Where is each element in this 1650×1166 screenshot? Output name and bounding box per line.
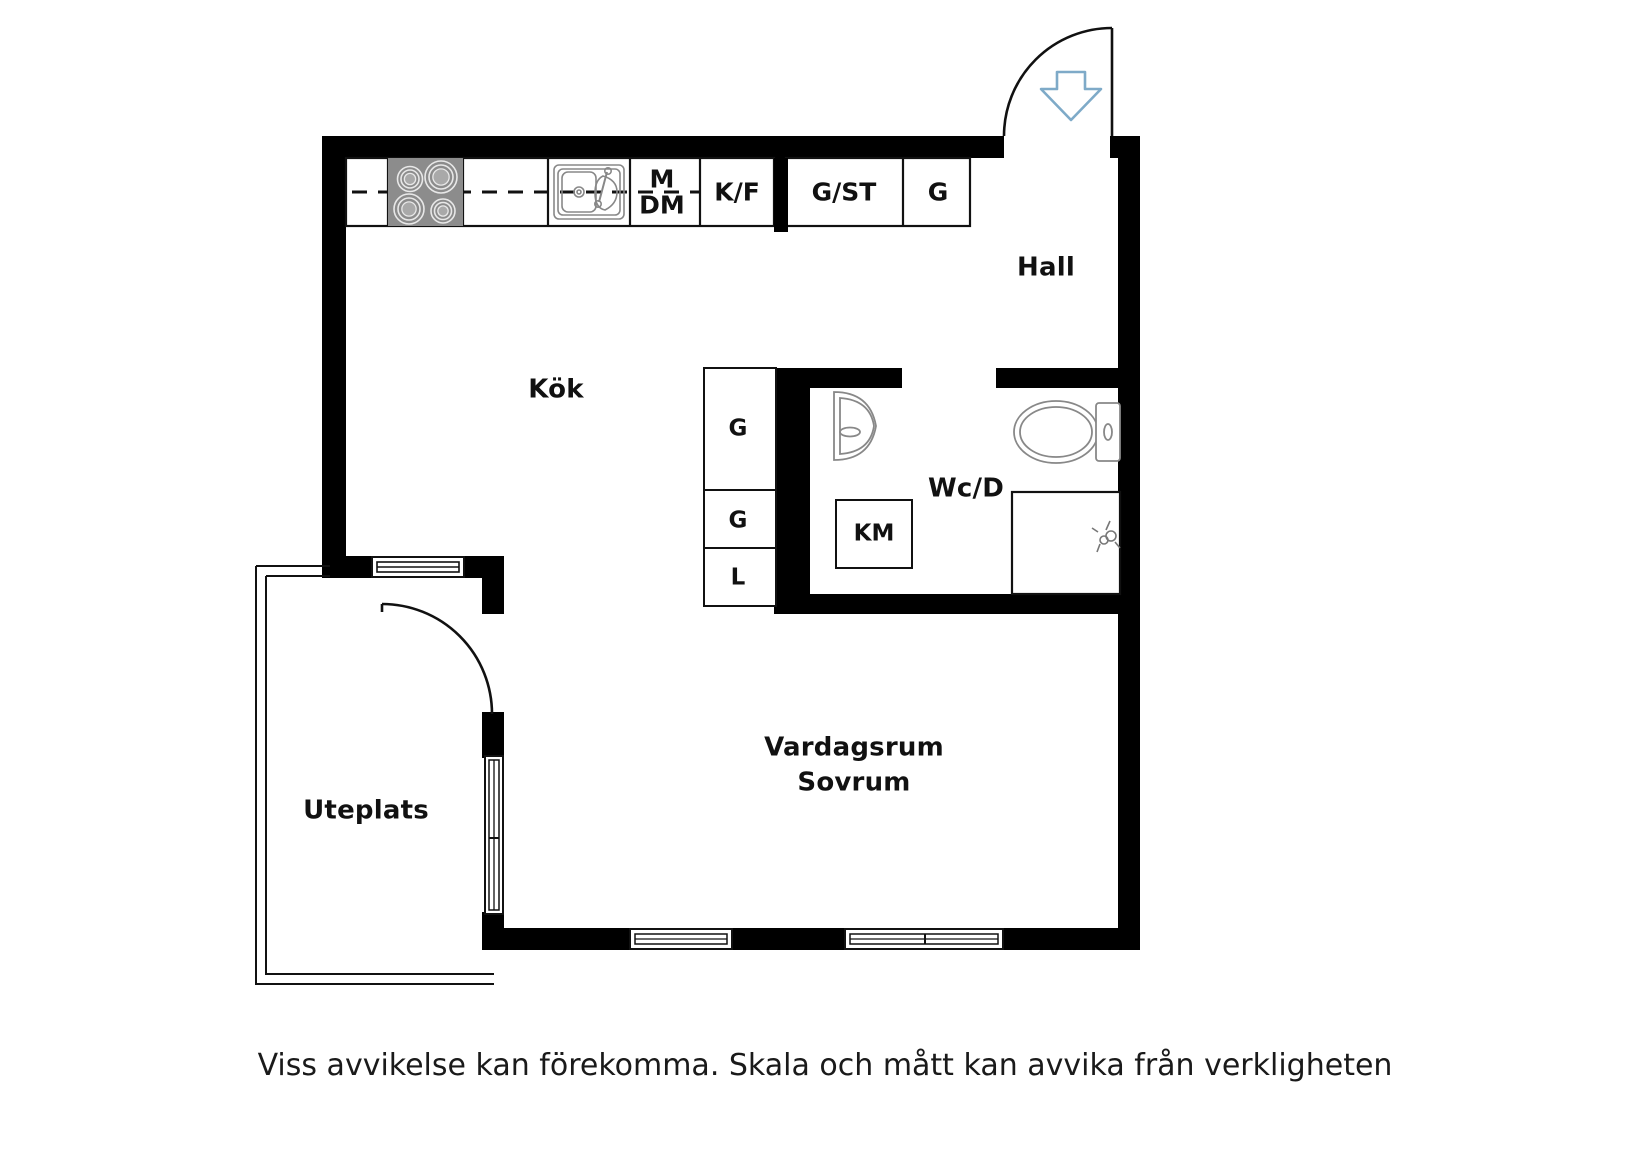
- walls: [322, 136, 1140, 950]
- entry-direction-arrow-icon: [1039, 70, 1103, 122]
- shower-area: [1010, 490, 1122, 596]
- patio-glass-door-east: [484, 755, 504, 915]
- washbasin-icon: [833, 391, 877, 461]
- storage-column: [703, 367, 777, 607]
- kitchen-sink-icon: [553, 164, 625, 220]
- km-unit: [835, 499, 913, 569]
- shower-mixer-icon: [1091, 520, 1121, 553]
- toilet-icon: [1013, 400, 1121, 464]
- living-window-south-left: [629, 928, 733, 950]
- uteplats-outline: [255, 565, 494, 985]
- footer-disclaimer: Viss avvikelse kan förekomma. Skala och …: [257, 1048, 1393, 1083]
- stovetop-icon: [388, 158, 463, 226]
- entrance-door: [1002, 26, 1114, 137]
- patio-door: [380, 602, 494, 715]
- kitchen-window-west: [371, 556, 465, 578]
- living-window-south-right: [844, 928, 1004, 950]
